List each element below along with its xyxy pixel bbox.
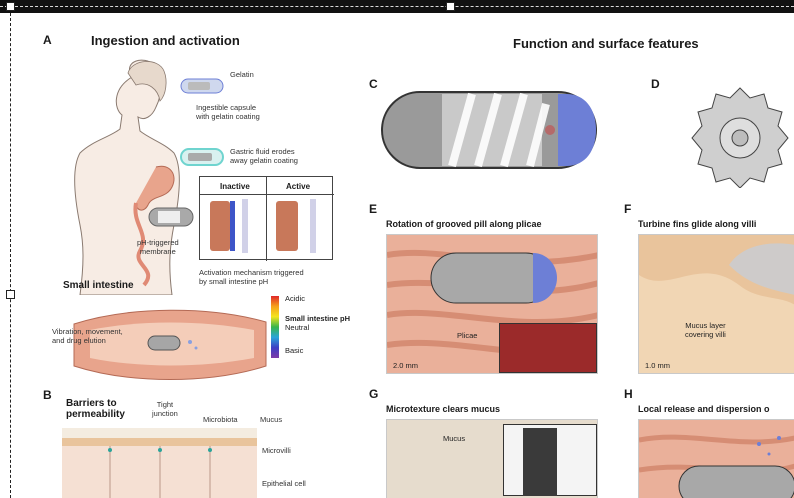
panel-d-letter: D: [651, 77, 660, 91]
selection-border-top: [0, 6, 794, 7]
gastric-caption: Gastric fluid erodes away gelatin coatin…: [230, 147, 298, 165]
mucus-texture-label: Mucus: [443, 434, 465, 443]
vibration-caption: Vibration, movement, and drug elution: [52, 327, 123, 345]
panel-f-scale: 1.0 mm: [645, 361, 670, 370]
gelatin-capsule-icon: [180, 78, 224, 94]
activation-inset: Inactive Active: [199, 176, 333, 260]
ph-acidic-label: Acidic: [285, 294, 305, 303]
mucus-label: Mucus: [260, 415, 282, 424]
ph-membrane-label: pH-triggered membrane: [137, 238, 179, 256]
panel-a-letter: A: [43, 33, 52, 47]
microvilli-label: Microvilli: [262, 446, 291, 455]
panel-e-image: Plicae 2.0 mm: [386, 234, 598, 374]
eroding-capsule-icon: [180, 148, 224, 166]
tight-junction-label: Tight junction: [152, 400, 178, 418]
active-label: Active: [286, 182, 310, 191]
panel-a-title: Ingestion and activation: [91, 33, 240, 48]
panel-b-letter: B: [43, 388, 52, 402]
turbine-end-view-illustration: [686, 84, 794, 188]
panel-e-title: Rotation of grooved pill along plicae: [386, 219, 542, 229]
inactive-label: Inactive: [220, 182, 250, 191]
activation-caption: Activation mechanism triggered by small …: [199, 268, 304, 286]
ph-scale-title: Small intestine pH: [285, 314, 350, 323]
panel-h-title: Local release and dispersion o: [638, 404, 794, 414]
panel-b-title: Barriers to permeability: [66, 398, 125, 420]
panel-g-image: Mucus: [386, 419, 598, 498]
panel-e-letter: E: [369, 202, 377, 216]
panel-h-image: [638, 419, 794, 498]
resize-handle-top-left[interactable]: [6, 2, 15, 11]
epithelium-illustration: [62, 428, 257, 498]
panel-h-letter: H: [624, 387, 633, 401]
activated-capsule-icon: [148, 206, 194, 228]
selection-border-left: [10, 8, 11, 498]
panel-g-title: Microtexture clears mucus: [386, 404, 500, 414]
panel-f-image: Mucus layer covering villi 1.0 mm: [638, 234, 794, 374]
ph-scale-bar: [271, 296, 279, 358]
resize-handle-left[interactable]: [6, 290, 15, 299]
panel-c-letter: C: [369, 77, 378, 91]
panel-g-letter: G: [369, 387, 378, 401]
grooved-capsule-illustration: [380, 88, 600, 174]
microbiota-label: Microbiota: [203, 415, 238, 424]
plicae-label: Plicae: [457, 331, 477, 340]
right-heading: Function and surface features: [513, 36, 699, 51]
resize-handle-top[interactable]: [446, 2, 455, 11]
epithelial-label: Epithelial cell: [262, 479, 306, 488]
panel-e-scale: 2.0 mm: [393, 361, 418, 370]
gelatin-label: Gelatin: [230, 70, 254, 79]
panel-f-letter: F: [624, 202, 631, 216]
mucus-villi-label: Mucus layer covering villi: [685, 321, 726, 339]
small-intestine-title: Small intestine: [63, 280, 134, 291]
capsule-caption: Ingestible capsule with gelatin coating: [196, 103, 260, 121]
ph-neutral-label: Neutral: [285, 323, 309, 332]
ph-basic-label: Basic: [285, 346, 303, 355]
panel-f-title: Turbine fins glide along villi: [638, 219, 756, 229]
